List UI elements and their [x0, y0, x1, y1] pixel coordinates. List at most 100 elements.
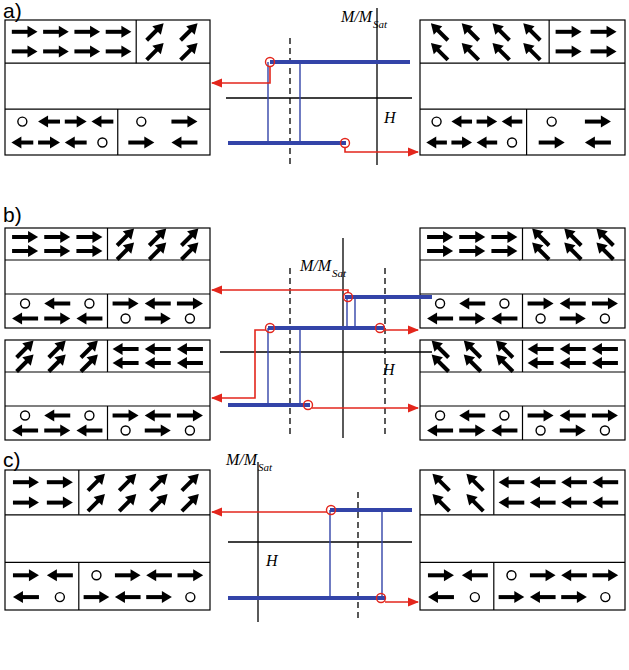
spin-arrow [13, 569, 39, 581]
domain-wall [78, 470, 79, 515]
spin-configuration-box [420, 469, 625, 610]
axis-subscript: Sat [332, 268, 346, 279]
axis-label: H [384, 110, 396, 126]
spin-arrow [47, 497, 73, 509]
switching-step [267, 328, 268, 405]
spin-arrow [145, 410, 171, 422]
axis-label: M/M [341, 9, 372, 25]
vacancy-circle [85, 411, 94, 420]
spin-arrow [460, 350, 485, 375]
spin-arrow [146, 591, 172, 603]
spin-arrow [76, 313, 102, 325]
spin-arrow [115, 469, 140, 494]
red-pointer-arrow [312, 407, 418, 409]
spin-arrow [499, 497, 525, 509]
spin-arrow [560, 298, 586, 310]
spin-arrow [462, 490, 487, 515]
spin-arrow [12, 45, 38, 57]
spin-arrow [528, 357, 554, 369]
spin-arrow [178, 569, 204, 581]
vacancy-circle [436, 299, 445, 308]
spin-arrow [459, 245, 485, 257]
spin-arrow [45, 350, 70, 375]
h-axis [226, 97, 412, 98]
spin-arrow [115, 490, 140, 515]
state-marker [341, 139, 350, 148]
spin-arrow [76, 231, 102, 243]
domain-wall [493, 562, 494, 610]
spin-configuration-box [5, 224, 210, 328]
spin-arrow [462, 469, 487, 494]
vacancy-circle [536, 314, 545, 323]
domain-wall [117, 109, 118, 155]
spin-arrow [146, 490, 171, 515]
red-pointer-arrow [212, 511, 327, 513]
box-outline [420, 340, 625, 440]
switching-step [267, 62, 268, 143]
vacancy-circle [185, 426, 194, 435]
vacancy-circle [500, 411, 509, 420]
band-divider [5, 562, 210, 563]
spin-arrow [427, 19, 452, 44]
spin-arrow [528, 298, 554, 310]
spin-arrow [457, 19, 482, 44]
spin-arrow [427, 245, 453, 257]
spin-arrow [13, 476, 39, 488]
vacancy-circle [600, 314, 609, 323]
spin-arrow [77, 350, 102, 375]
axis-label: M/M [226, 452, 257, 468]
spin-arrow [177, 298, 203, 310]
axis-label: H [266, 553, 278, 569]
hysteresis-loop [212, 8, 418, 165]
m-axis [376, 8, 377, 165]
domain-wall [107, 294, 108, 328]
spin-arrow [459, 231, 485, 243]
loop-branch [345, 295, 432, 299]
panel-letter: b) [3, 204, 22, 225]
spin-arrow [177, 410, 203, 422]
vacancy-circle [432, 117, 441, 126]
spin-arrow [428, 469, 453, 494]
spin-arrow [488, 39, 513, 64]
spin-arrow [178, 469, 203, 494]
spin-arrow [115, 569, 141, 581]
hysteresis-loop [212, 462, 418, 622]
spin-arrow [74, 26, 100, 38]
vacancy-circle [121, 426, 130, 435]
domain-wall [522, 294, 523, 328]
spin-arrow [560, 343, 586, 355]
band-divider [5, 63, 210, 64]
spin-arrow [113, 298, 139, 310]
spin-arrow [13, 497, 39, 509]
spin-arrow [106, 26, 132, 38]
spin-arrow [592, 410, 618, 422]
loop-branch [330, 508, 412, 512]
switching-step [354, 297, 355, 328]
spin-arrow [491, 231, 517, 243]
spin-arrow [115, 591, 141, 603]
spin-arrow [591, 45, 617, 57]
spin-arrow [539, 137, 565, 149]
spin-arrow [451, 137, 472, 149]
spin-arrow [44, 231, 70, 243]
vacancy-circle [507, 571, 516, 580]
spin-arrow [488, 19, 513, 44]
spin-arrow [145, 313, 171, 325]
box-outline [5, 20, 210, 155]
spin-arrow [177, 343, 203, 355]
band-divider [420, 108, 625, 109]
domain-wall [136, 20, 137, 63]
switching-step [381, 510, 382, 598]
spin-arrow [38, 116, 60, 128]
domain-wall [522, 228, 523, 260]
spin-arrow [44, 298, 70, 310]
spin-arrow [593, 476, 619, 488]
state-marker [327, 506, 336, 515]
domain-wall [493, 470, 494, 515]
spin-arrow [556, 26, 582, 38]
spin-arrow [592, 298, 618, 310]
axis-subscript: Sat [373, 19, 387, 30]
switching-step [299, 328, 300, 405]
